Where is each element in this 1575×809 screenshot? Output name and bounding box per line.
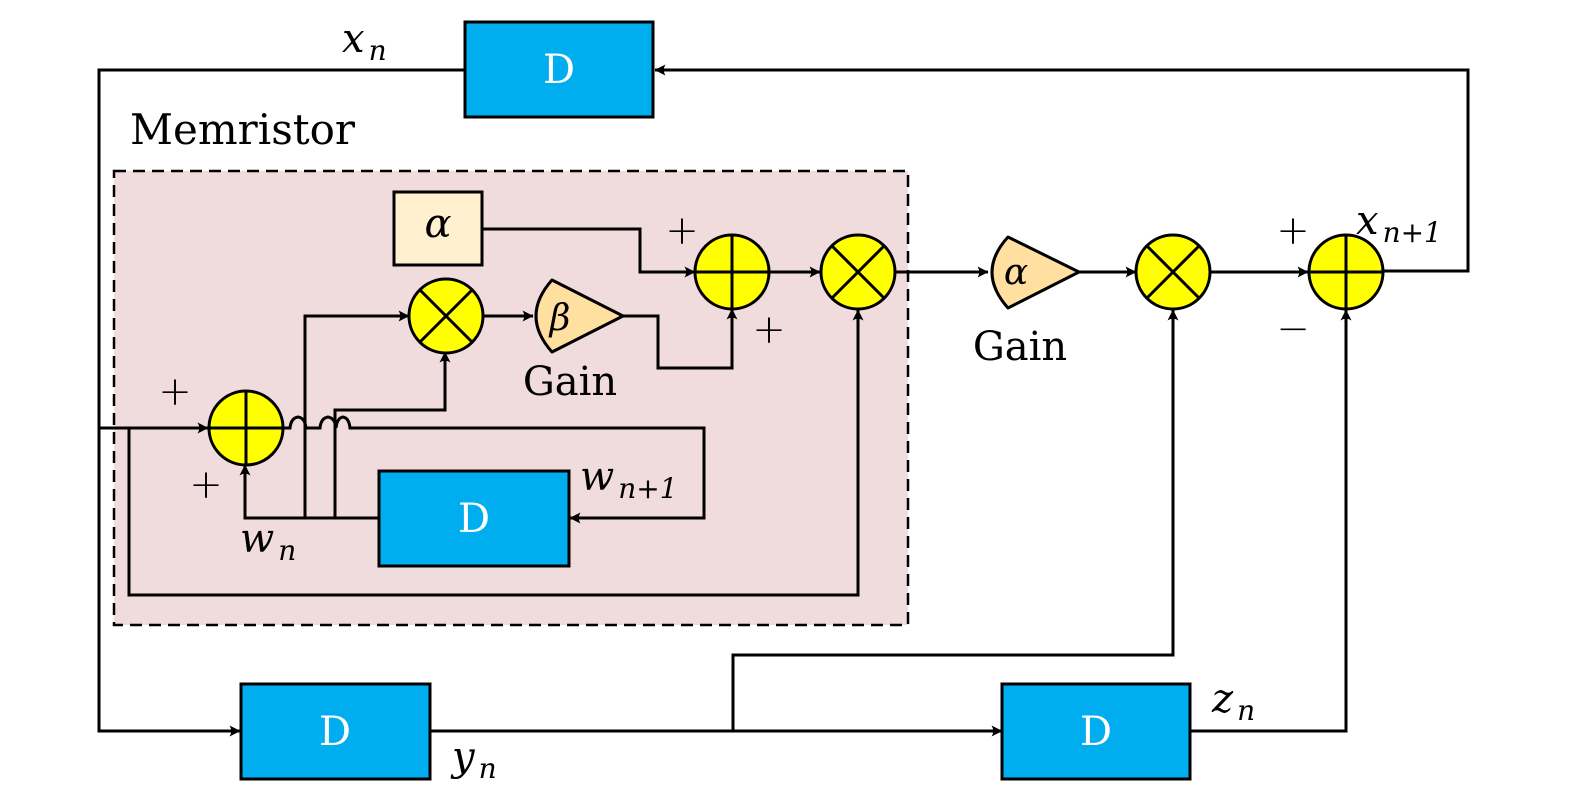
wire-xn-to-bottom-delay — [97, 68, 465, 737]
multiplier-3-icon — [1134, 233, 1212, 311]
wire-sum1-output — [284, 415, 706, 524]
wire-wn-to-mul1 — [303, 310, 410, 518]
sign-sum3-bottom: − — [1276, 306, 1310, 352]
delay-block-bottom-right: D — [1000, 682, 1192, 781]
wire-xn1-feedback — [654, 64, 1470, 273]
delay-block-top: D — [463, 20, 655, 119]
multiplier-2-icon — [819, 233, 897, 311]
summer-3-icon — [1307, 233, 1385, 311]
gain-beta-label: Gain — [523, 359, 617, 405]
multiplier-1-icon — [407, 277, 485, 355]
summer-2-icon — [693, 233, 771, 311]
sign-sum2-top: + — [665, 208, 699, 254]
gain-alpha: α — [990, 235, 1081, 310]
svg-text:α: α — [424, 201, 451, 247]
svg-text:D: D — [543, 47, 575, 93]
sign-sum1-top: + — [158, 369, 192, 415]
delay-block-memristor: D — [377, 469, 571, 568]
wire-zn-to-sum3 — [1190, 309, 1352, 733]
summer-1-icon — [207, 389, 285, 467]
wire-beta-to-sum2 — [623, 308, 738, 370]
svg-text:D: D — [458, 496, 490, 542]
wire-xn-to-mul2 — [127, 309, 864, 597]
gain-beta: β — [534, 278, 625, 354]
wire-alpha-to-sum2 — [482, 227, 696, 278]
sign-sum1-bottom: + — [189, 462, 223, 508]
svg-text:D: D — [1080, 709, 1112, 755]
svg-text:D: D — [319, 709, 351, 755]
wire-wn-to-mul1-bottom — [333, 351, 451, 518]
svg-text:β: β — [548, 298, 571, 339]
gain-alpha-label: Gain — [973, 324, 1067, 370]
memristor-label: Memristor — [130, 105, 356, 154]
constant-alpha-block: α — [392, 190, 484, 267]
sign-sum2-bottom: + — [752, 307, 786, 353]
delay-block-bottom-left: D — [239, 682, 432, 781]
wire-yn-to-mul3 — [731, 309, 1179, 731]
sign-sum3-top: + — [1276, 208, 1310, 254]
svg-text:α: α — [1004, 252, 1028, 293]
